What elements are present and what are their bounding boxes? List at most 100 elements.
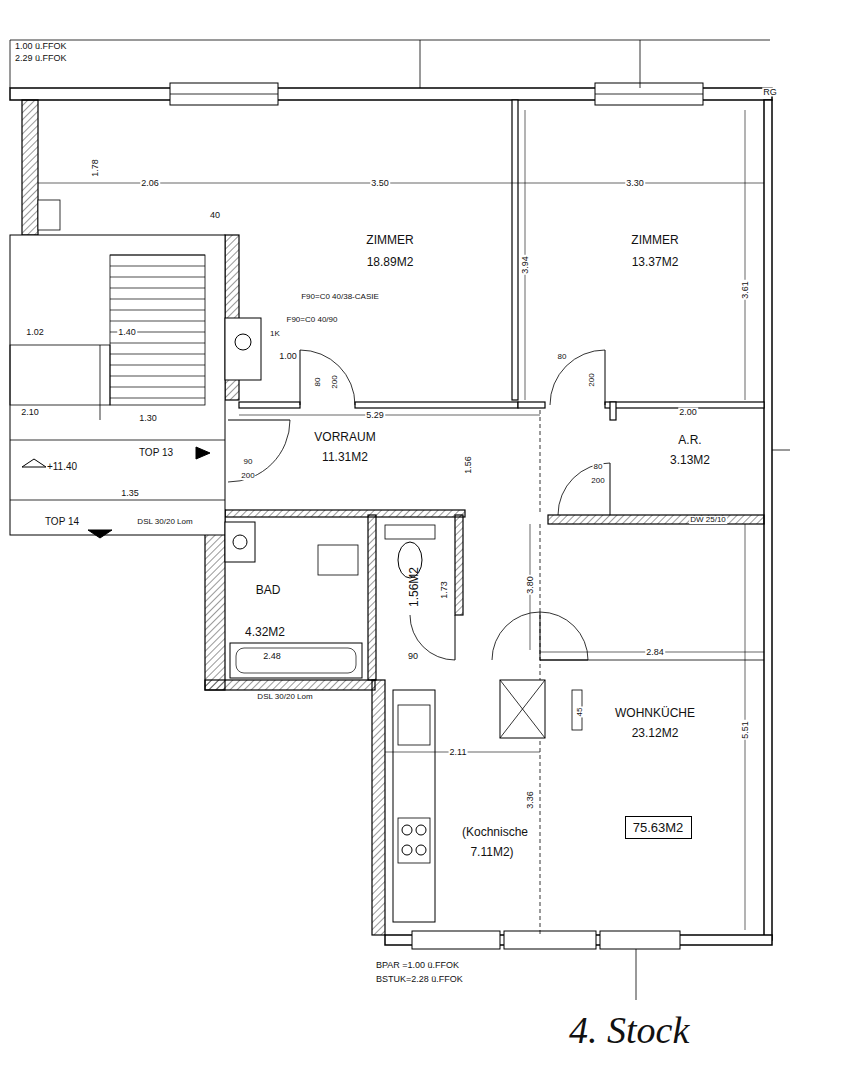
dimension-label: BSTUK=2.28 ü.FFOK [375,975,464,984]
partition-wall [610,402,616,420]
room-area: 11.31M2 [322,451,368,463]
room-name: WOHNKÜCHE [615,707,695,719]
fridge [500,680,545,738]
dimension-label: 5.51 [741,720,750,740]
dimension-label: 2.06 [140,179,160,188]
shaft-pipe [233,535,247,549]
shaft [225,318,261,380]
door-swing [300,350,355,405]
window [595,94,703,95]
door-leaf [605,350,606,405]
door-swing [492,612,540,660]
stair-step [110,376,205,377]
dimension-label: +11.40 [46,462,78,472]
dimension-label: 200 [590,477,605,485]
stair-step [110,288,205,289]
bearing-wall [548,515,764,524]
room: ZIMMER13.37M2 [518,110,764,402]
exterior-wall [764,100,772,940]
room-area: 13.37M2 [632,256,679,268]
dimension-label: RG [762,88,778,97]
stair-step [110,321,205,322]
stair-landing [10,345,110,405]
room: A.R.3.13M2 [616,420,764,515]
stair-step [110,343,205,344]
facade-line [10,40,770,41]
dimension-label: 80 [314,377,322,388]
plan-line [540,660,764,661]
window [504,931,596,949]
dimension-label: 80 [593,463,604,471]
fridge [500,680,545,738]
stairwell [10,235,225,535]
dimension-line [745,110,746,400]
partition-wall [368,515,376,680]
dimension-label: 1.56 [464,455,473,475]
door-leaf [610,463,611,515]
dimension-label: 1K [269,330,281,338]
level-mark [22,459,46,467]
room-name: BAD [256,584,281,596]
plan-lines [10,40,790,1000]
fridge [500,680,545,738]
entry-arrow [88,530,112,538]
plan-line [10,40,11,88]
room-name: (Kochnische [462,826,528,838]
stair-step [110,387,205,388]
dimension-label: 1.00 ü.FFOK [14,42,68,51]
bearing-wall [205,510,225,690]
window [600,931,680,949]
hotplate [416,825,426,835]
bearing-wall [205,680,375,690]
toilet-tank [385,525,435,539]
dimension-label: 5.29 [365,411,385,420]
partition-wall [518,402,545,408]
room-name: VORRAUM [314,431,375,443]
shaft-pipe [235,334,251,350]
door-swing [540,612,588,660]
railing [100,345,101,420]
plan-line [10,500,225,501]
dimension-label: F90=C0 40/90 [286,316,339,324]
plan-line [636,949,637,1000]
shaft [225,522,255,562]
room-name: A.R. [678,434,701,446]
dimension-label: 1.73 [440,580,449,600]
door-leaf [540,612,541,660]
door-leaf [300,350,301,405]
dimension-label: 2.10 [20,408,40,417]
door-leaf [228,420,290,421]
window [412,931,500,949]
room-area: 7.11M2) [470,846,513,858]
dimension-label: 90 [407,652,419,661]
room-area: 23.12M2 [632,727,679,739]
dimension-label: DSL 30/20 Lom [136,518,193,526]
dimension-label: 3.94 [521,255,530,275]
window [595,83,703,105]
dimension-label: 3.50 [370,179,390,188]
plan-line [640,40,641,88]
dimension-label: 2.84 [645,648,665,657]
stair-step [110,398,205,399]
dimension-label: BPAR =1.00 ü.FFOK [375,961,460,970]
kitchen-counter [393,690,435,922]
dimension-label: 200 [240,472,255,480]
room: WOHNKÜCHE 23.12M2 75.63M2 [540,524,764,935]
room: (Kochnische 7.11M2) [385,690,540,935]
dimension-label: 80 [557,353,568,361]
stair-step [110,277,205,278]
dimension-label: 2.48 [262,652,282,661]
stair-step [110,266,205,267]
sink [398,705,430,745]
dimension-label: 1.02 [25,328,45,337]
window [170,94,278,95]
dimension-label: 90 [243,458,254,466]
room: ZIMMER18.89M2 [38,110,512,402]
stair-step [110,299,205,300]
dimension-label: 1.35 [120,489,140,498]
hotplate [402,825,412,835]
room-name: 75.63M2 [633,821,684,834]
room: VORRAUM 11.31M2 [239,420,529,510]
stair-flight [110,255,205,405]
